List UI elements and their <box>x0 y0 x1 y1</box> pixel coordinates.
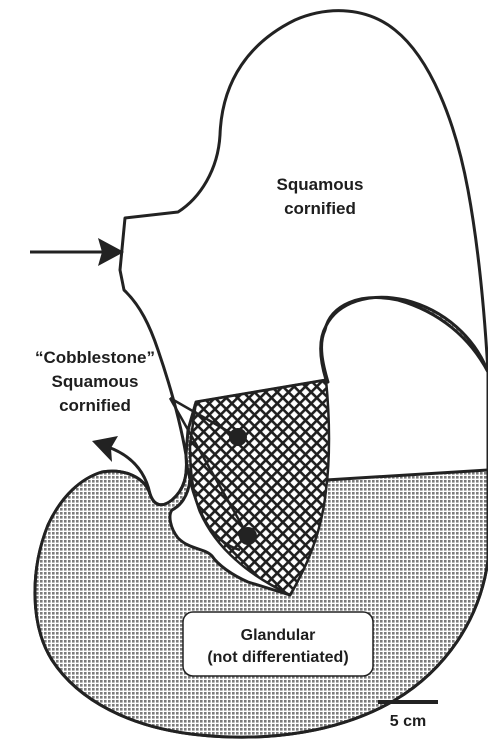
glandular-label-line: (not differentiated) <box>207 649 348 666</box>
cobblestone-label-line: Squamous <box>52 372 139 391</box>
scale-bar: 5 cm <box>378 702 438 730</box>
glandular-label-box <box>183 612 373 676</box>
pointer-dot <box>229 428 247 446</box>
esophagus-arrow <box>30 238 124 266</box>
pointer-dot <box>239 527 257 545</box>
cobblestone-label-line: cornified <box>59 396 131 415</box>
glandular-label-line: Glandular <box>241 627 316 644</box>
squamous-label-line: Squamous <box>277 175 364 194</box>
squamous-label-line: cornified <box>284 199 356 218</box>
cobblestone-label: “Cobblestone” Squamous cornified <box>35 348 155 415</box>
cobblestone-label-line: “Cobblestone” <box>35 348 155 367</box>
scale-bar-label: 5 cm <box>390 713 426 730</box>
